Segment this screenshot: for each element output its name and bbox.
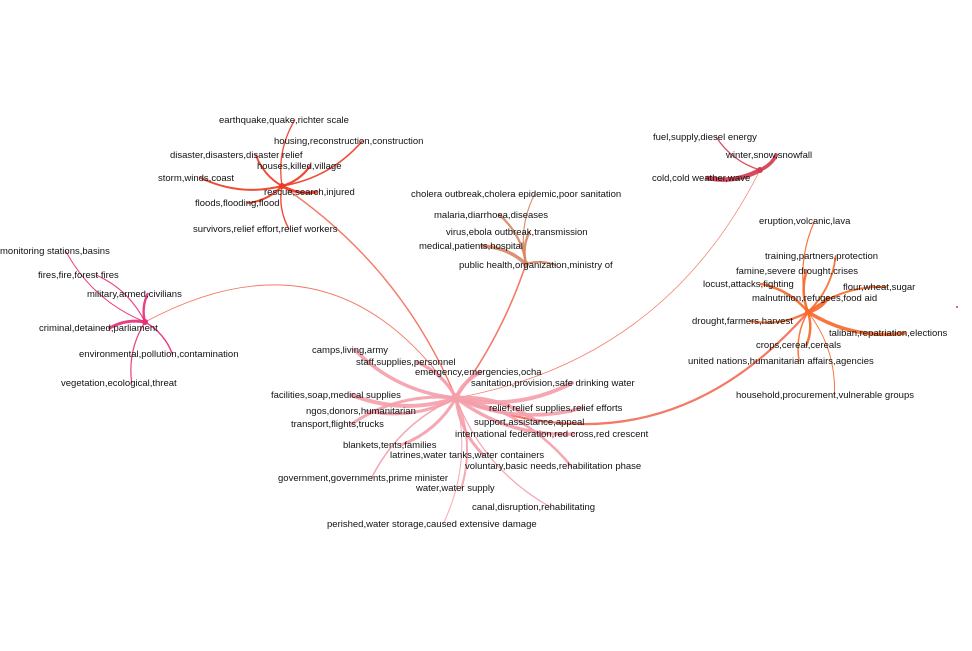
food-topic-label: united nations,humanitarian affairs,agen… — [688, 356, 874, 367]
environment-topic-label: vegetation,ecological,threat — [61, 378, 177, 389]
hub-topic-label: blankets,tents,families — [343, 440, 437, 451]
environment-topic-label: fires,fire,forest fires — [38, 270, 119, 281]
hub-edge — [455, 397, 551, 508]
hub-edge — [442, 397, 463, 525]
disaster-edge — [280, 185, 290, 230]
hub-topic-label: international federation,red cross,red c… — [455, 429, 649, 440]
disaster-topic-label: rescue,search,injured — [264, 187, 355, 198]
environment-topic-label: environmental,pollution,contamination — [79, 349, 239, 360]
label-layer: camps,living,armystaff,supplies,personne… — [0, 115, 948, 530]
food-hub-node — [805, 309, 811, 315]
disaster-edge — [199, 177, 283, 191]
hub-edge — [454, 396, 576, 436]
health-edge — [498, 213, 528, 266]
hub-hub-node — [451, 393, 461, 403]
food-topic-label: famine,severe drought,crises — [736, 266, 858, 277]
food-topic-label: household,procurement,vulnerable groups — [736, 390, 914, 401]
health-topic-label: public health,organization,ministry of — [459, 260, 613, 271]
food-topic-label: flour,wheat,sugar — [843, 282, 915, 293]
cold-edge — [705, 167, 763, 182]
hub-topic-label: water,water supply — [415, 483, 495, 494]
environment-edge — [130, 321, 146, 384]
cluster-link-hub-environment — [144, 284, 457, 399]
hub-topic-label: government,governments,prime minister — [278, 473, 448, 484]
cold-topic-label: cold,cold weather,wave — [652, 173, 750, 184]
hub-topic-label: relief,relief supplies,relief efforts — [489, 403, 623, 414]
disaster-topic-label: survivors,relief effort,relief workers — [193, 224, 338, 235]
food-edge — [748, 310, 810, 324]
hub-edge — [454, 396, 585, 417]
environment-edge — [144, 321, 174, 355]
cold-topic-label: fuel,supply,diesel energy — [653, 132, 757, 143]
food-edge — [797, 311, 809, 362]
food-edge — [807, 311, 836, 396]
environment-topic-label: monitoring stations,basins — [0, 246, 110, 257]
hub-edge — [350, 395, 458, 426]
environment-edge — [95, 274, 146, 323]
hub-topic-label: voluntary,basic needs,rehabilitation pha… — [465, 461, 641, 472]
environment-edge — [108, 319, 147, 330]
health-topic-label: malaria,diarrhoea,diseases — [434, 210, 548, 221]
hub-edge — [454, 395, 540, 424]
health-topic-label: medical,patients,hospital — [419, 241, 523, 252]
environment-edge — [65, 250, 146, 323]
food-topic-label: malnutrition,refugees,food aid — [752, 293, 877, 304]
food-topic-label: locust,attacks,fighting — [703, 279, 794, 290]
hub-edge — [399, 396, 458, 447]
food-edge — [806, 310, 907, 337]
edge-layer — [65, 119, 907, 525]
hub-edge — [370, 397, 457, 479]
food-topic-label: crops,cereal,cereals — [756, 340, 841, 351]
hub-topic-label: support,assistance,appeal — [474, 417, 584, 428]
hub-topic-label: latrines,water tanks,water containers — [390, 450, 544, 461]
cluster-link-hub-cold — [455, 169, 761, 399]
hub-topic-label: emergency,emergencies,ocha — [415, 367, 542, 378]
food-topic-label: taliban,repatriation,elections — [829, 328, 948, 339]
food-topic-label: drought,farmers,harvest — [692, 316, 793, 327]
stray-point — [956, 306, 958, 308]
cluster-link-hub-disaster — [281, 185, 457, 399]
hub-topic-label: staff,supplies,personnel — [356, 357, 456, 368]
environment-hub-node — [142, 319, 148, 325]
disaster-topic-label: earthquake,quake,richter scale — [219, 115, 349, 126]
food-edge — [807, 285, 887, 313]
disaster-edge — [254, 154, 283, 187]
hub-topic-label: sanitation,provision,safe drinking water — [471, 378, 635, 389]
hub-topic-label: transport,flights,trucks — [291, 419, 384, 430]
food-topic-label: training,partners,protection — [765, 251, 878, 262]
food-edge — [807, 255, 837, 313]
disaster-hub-node — [279, 183, 285, 189]
disaster-topic-label: houses,killed,village — [257, 161, 342, 172]
hub-topic-label: canal,disruption,rehabilitating — [472, 502, 595, 513]
health-topic-label: cholera outbreak,cholera epidemic,poor s… — [411, 189, 621, 200]
disaster-edge — [280, 119, 296, 187]
disaster-topic-label: storm,winds,coast — [158, 173, 234, 184]
disaster-topic-label: floods,flooding,flood — [195, 198, 280, 209]
food-edge — [802, 269, 810, 314]
disaster-topic-label: housing,reconstruction,construction — [274, 136, 423, 147]
hub-topic-label: ngos,donors,humanitarian — [306, 406, 416, 417]
hub-topic-label: camps,living,army — [312, 345, 388, 356]
health-topic-label: virus,ebola outbreak,transmission — [446, 227, 588, 238]
food-topic-label: eruption,volcanic,lava — [759, 216, 851, 227]
cold-topic-label: winter,snow,snowfall — [725, 150, 812, 161]
disaster-topic-label: disaster,disasters,disaster relief — [170, 150, 303, 161]
disaster-edge — [280, 184, 319, 195]
hub-topic-label: facilities,soap,medical supplies — [271, 390, 401, 401]
hub-topic-label: perished,water storage,caused extensive … — [327, 519, 537, 530]
disaster-edge — [281, 140, 364, 187]
environment-topic-label: criminal,detained,parliament — [39, 323, 158, 334]
cold-hub-node — [757, 167, 763, 173]
health-edge — [480, 244, 528, 266]
hub-edge — [454, 396, 573, 468]
cold-edge — [715, 136, 761, 171]
health-hub-node — [523, 261, 529, 267]
disaster-edge — [280, 164, 312, 188]
environment-topic-label: military,armed,civilians — [87, 289, 182, 300]
hub-edge — [349, 393, 458, 408]
food-edge — [759, 282, 810, 314]
disaster-edge — [247, 185, 283, 204]
